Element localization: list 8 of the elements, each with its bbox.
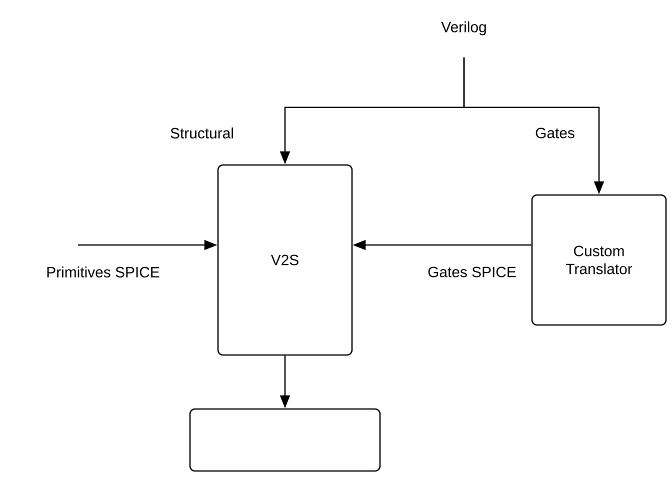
empty-box (189, 408, 381, 472)
edge-label: Gates (536, 128, 574, 138)
process-box: Custom Translator (531, 194, 667, 326)
source-label: Verilog (441, 21, 486, 36)
edge-label: Gates SPICE (428, 266, 516, 278)
process-box: V2S (217, 164, 353, 356)
edge-label: Primitives SPICE (47, 266, 160, 278)
edge-label: Structural (170, 128, 233, 138)
